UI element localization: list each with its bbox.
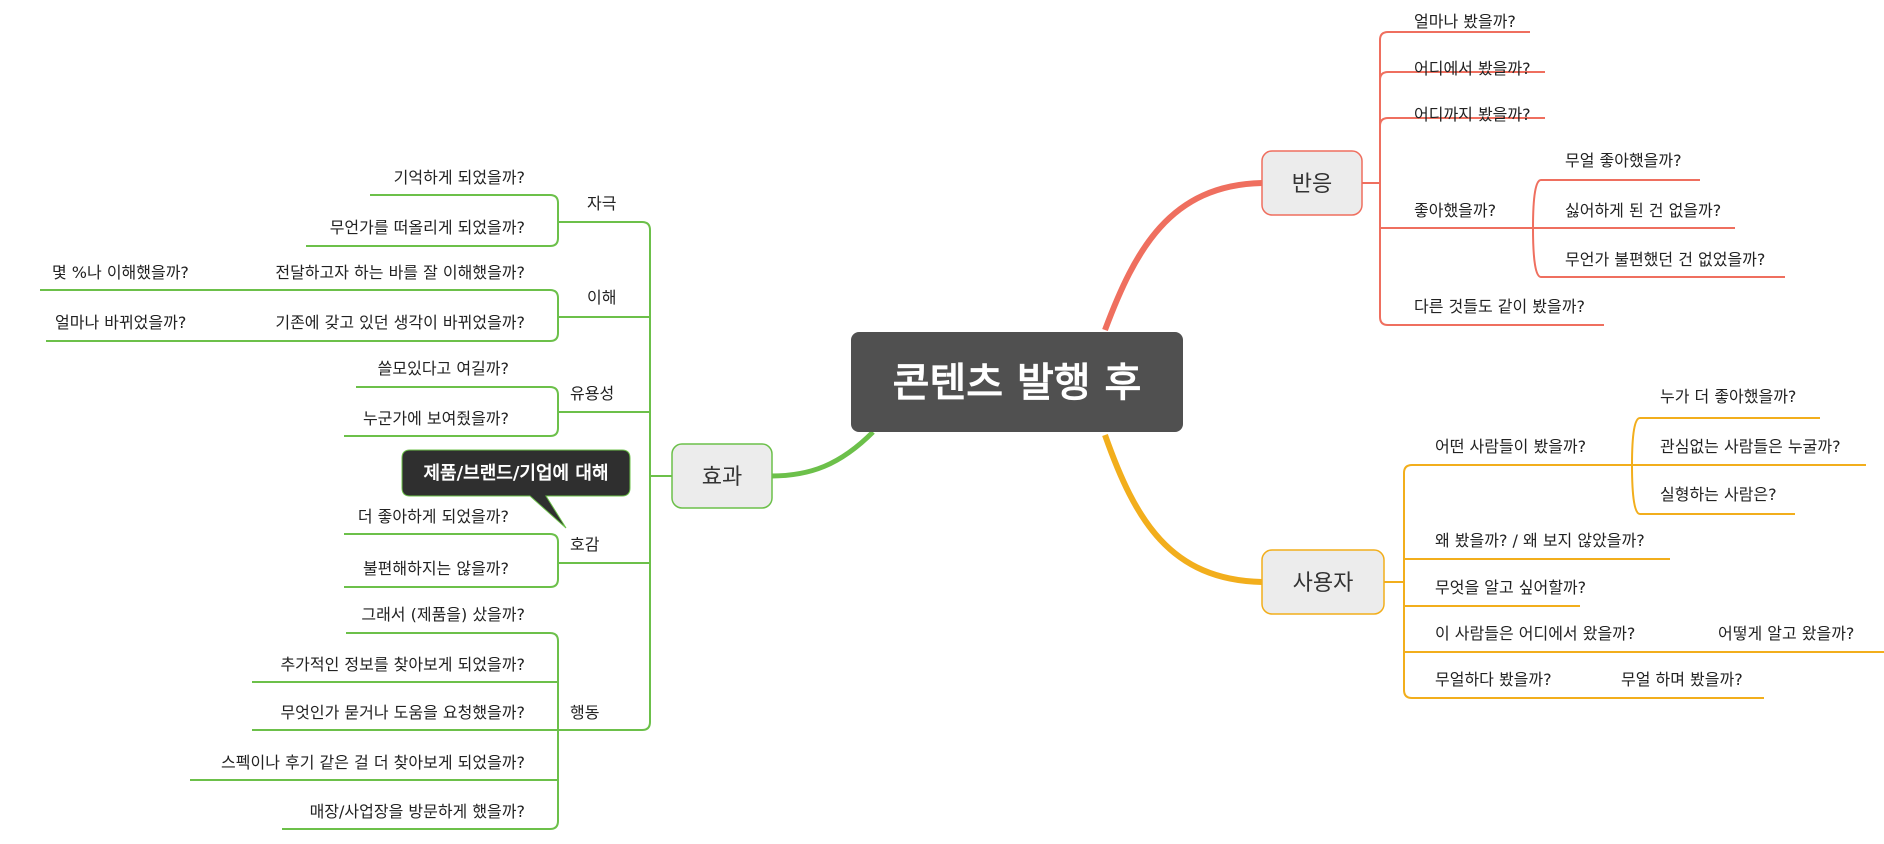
effect-group-usefulness[interactable]: 유용성 [570, 384, 614, 403]
reaction-item-3[interactable]: 어디까지 봤을까? [1414, 105, 1531, 124]
user-item-4-child-1[interactable]: 어떻게 알고 왔을까? [1718, 624, 1854, 643]
effect-understanding-item-2[interactable]: 기존에 갖고 있던 생각이 바뀌었을까? [275, 313, 525, 332]
reaction-item-5[interactable]: 다른 것들도 같이 봤을까? [1414, 297, 1585, 316]
effect-action-item-1[interactable]: 그래서 (제품을) 샀을까? [361, 605, 525, 624]
effect-group-action[interactable]: 행동 [570, 703, 599, 722]
effect-action-item-2[interactable]: 추가적인 정보를 찾아보게 되었을까? [280, 655, 525, 674]
callout-label: 제품/브랜드/기업에 대해 [423, 463, 608, 484]
node-reaction[interactable] [1261, 150, 1363, 216]
center-node[interactable] [851, 332, 1183, 432]
branch-reaction [1102, 180, 1263, 332]
effect-understanding-item-1-child[interactable]: 몇 %나 이해했을까? [52, 263, 189, 282]
effect-favorability-item-2[interactable]: 불편해하지는 않을까? [363, 559, 509, 578]
effect-usefulness-item-2[interactable]: 누군가에 보여줬을까? [363, 409, 509, 428]
effect-group-favorability[interactable]: 호감 [570, 535, 600, 554]
branch-user [1102, 434, 1263, 585]
effect-favorability-item-1[interactable]: 더 좋아하게 되었을까? [358, 507, 509, 526]
user-item-5[interactable]: 무얼하다 봤을까? [1435, 670, 1552, 689]
effect-action-item-4[interactable]: 스펙이나 후기 같은 걸 더 찾아보게 되었을까? [221, 753, 525, 772]
effect-action-item-5[interactable]: 매장/사업장을 방문하게 했을까? [310, 802, 525, 821]
user-item-1[interactable]: 어떤 사람들이 봤을까? [1435, 437, 1586, 456]
reaction-item-4-child-1[interactable]: 무얼 좋아했을까? [1565, 151, 1682, 170]
reaction-item-4-child-3[interactable]: 무언가 불편했던 건 없었을까? [1565, 250, 1765, 269]
node-user-label: 사용자 [1293, 571, 1354, 596]
user-item-1-child-2[interactable]: 관심없는 사람들은 누굴까? [1660, 437, 1841, 456]
effect-group-stimulus[interactable]: 자극 [587, 194, 616, 213]
user-item-1-child-3[interactable]: 실형하는 사람은? [1660, 485, 1777, 504]
user-item-5-child-1[interactable]: 무얼 하며 봤을까? [1621, 670, 1743, 689]
effect-usefulness-item-1[interactable]: 쓸모있다고 여길까? [378, 359, 509, 378]
effect-understanding-item-1[interactable]: 전달하고자 하는 바를 잘 이해했을까? [275, 263, 525, 282]
reaction-item-1[interactable]: 얼마나 봤을까? [1414, 12, 1516, 31]
user-item-1-child-1[interactable]: 누가 더 좋아했을까? [1660, 387, 1796, 406]
effect-connectors [40, 194, 672, 830]
node-user[interactable] [1261, 549, 1385, 615]
node-effect[interactable] [671, 443, 773, 509]
node-reaction-label: 반응 [1292, 172, 1332, 197]
user-item-2[interactable]: 왜 봤을까? / 왜 보지 않았을까? [1435, 531, 1645, 550]
effect-action-item-3[interactable]: 무엇인가 묻거나 도움을 요청했을까? [280, 703, 525, 722]
reaction-item-4-child-2[interactable]: 싫어하게 된 건 없을까? [1565, 201, 1721, 220]
user-connectors [1384, 417, 1884, 699]
reaction-item-4[interactable]: 좋아했을까? [1414, 201, 1496, 220]
effect-group-understanding[interactable]: 이해 [587, 288, 616, 307]
effect-stimulus-item-2[interactable]: 무언가를 떠올리게 되었을까? [330, 218, 525, 237]
branch-effect [770, 430, 875, 479]
reaction-item-2[interactable]: 어디에서 봤을까? [1414, 59, 1531, 78]
callout-bubble: 제품/브랜드/기업에 대해 [401, 449, 631, 529]
center-node-label: 콘텐츠 발행 후 [893, 360, 1142, 406]
effect-stimulus-item-1[interactable]: 기억하게 되었을까? [394, 168, 525, 187]
user-item-4[interactable]: 이 사람들은 어디에서 왔을까? [1435, 624, 1635, 643]
effect-understanding-item-2-child[interactable]: 얼마나 바뀌었을까? [55, 313, 186, 332]
reaction-connectors [1362, 31, 1785, 326]
user-item-3[interactable]: 무엇을 알고 싶어할까? [1435, 578, 1586, 597]
node-effect-label: 효과 [702, 465, 742, 490]
